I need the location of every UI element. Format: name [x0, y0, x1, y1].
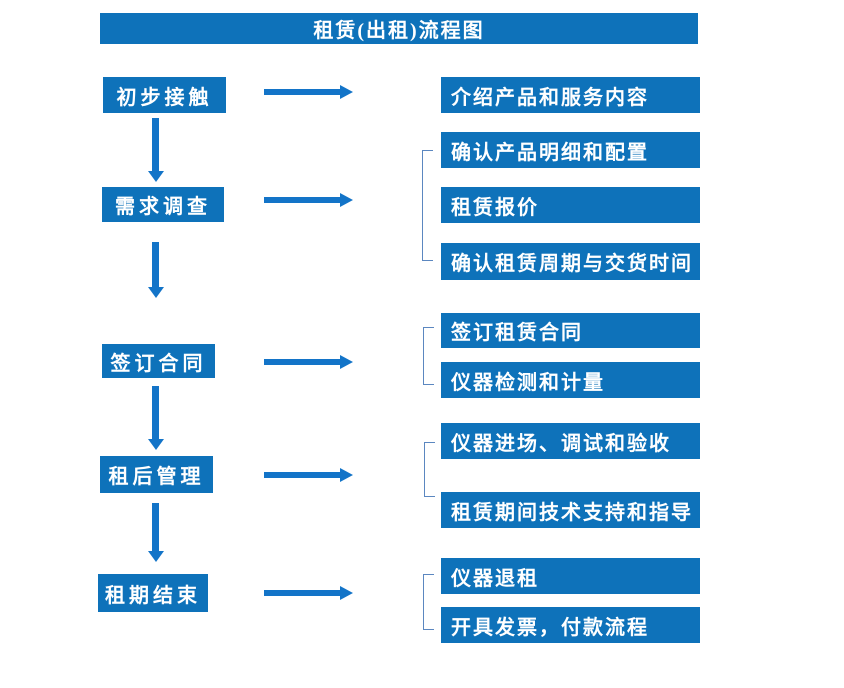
stage-label: 需求调查 [115, 196, 211, 218]
output-label: 仪器进场、调试和验收 [451, 432, 671, 455]
stage-box-sign-contract: 签订合同 [102, 344, 215, 378]
arrow-right-icon [264, 355, 353, 369]
output-box-instrument-testing: 仪器检测和计量 [441, 362, 700, 398]
bracket-connector [424, 442, 435, 497]
output-label: 租赁期间技术支持和指导 [451, 501, 693, 524]
arrow-right-icon [264, 468, 353, 482]
output-label: 仪器退租 [451, 567, 539, 590]
stage-box-needs-survey: 需求调查 [102, 187, 224, 222]
output-box-tech-support: 租赁期间技术支持和指导 [441, 492, 700, 528]
arrow-down-icon [148, 242, 164, 298]
diagram-title: 租赁(出租)流程图 [313, 20, 485, 42]
bracket-connector [423, 574, 434, 630]
output-label: 仪器检测和计量 [451, 371, 605, 394]
output-label: 确认产品明细和配置 [451, 141, 649, 164]
stage-label: 租后管理 [108, 466, 205, 488]
output-box-introduce-products: 介绍产品和服务内容 [441, 77, 700, 113]
output-label: 介绍产品和服务内容 [451, 86, 649, 109]
output-box-confirm-details: 确认产品明细和配置 [441, 132, 700, 168]
arrow-right-icon [264, 85, 353, 99]
diagram-title-bar: 租赁(出租)流程图 [100, 13, 698, 44]
output-box-confirm-period-delivery: 确认租赁周期与交货时间 [441, 243, 700, 280]
output-box-instrument-setup-acceptance: 仪器进场、调试和验收 [441, 423, 700, 459]
stage-label: 租期结束 [105, 584, 201, 607]
stage-box-initial-contact: 初步接触 [103, 77, 226, 113]
output-box-sign-lease-contract: 签订租赁合同 [441, 313, 700, 348]
output-box-instrument-return: 仪器退租 [441, 558, 700, 594]
output-label: 租赁报价 [451, 196, 539, 219]
output-box-invoice-payment: 开具发票，付款流程 [441, 607, 700, 643]
arrow-down-icon [148, 503, 164, 562]
arrow-right-icon [264, 193, 353, 207]
output-label: 签订租赁合同 [451, 322, 583, 344]
bracket-connector [422, 150, 433, 261]
stage-box-post-lease-management: 租后管理 [100, 456, 213, 493]
stage-box-lease-end: 租期结束 [98, 574, 208, 612]
arrow-down-icon [148, 386, 164, 450]
output-label: 开具发票，付款流程 [451, 616, 649, 639]
stage-label: 初步接触 [116, 86, 213, 109]
output-label: 确认租赁周期与交货时间 [451, 253, 693, 275]
stage-label: 签订合同 [110, 352, 207, 375]
output-box-rental-quote: 租赁报价 [441, 187, 700, 223]
arrow-right-icon [264, 586, 353, 600]
arrow-down-icon [148, 118, 164, 182]
bracket-connector [423, 327, 434, 385]
